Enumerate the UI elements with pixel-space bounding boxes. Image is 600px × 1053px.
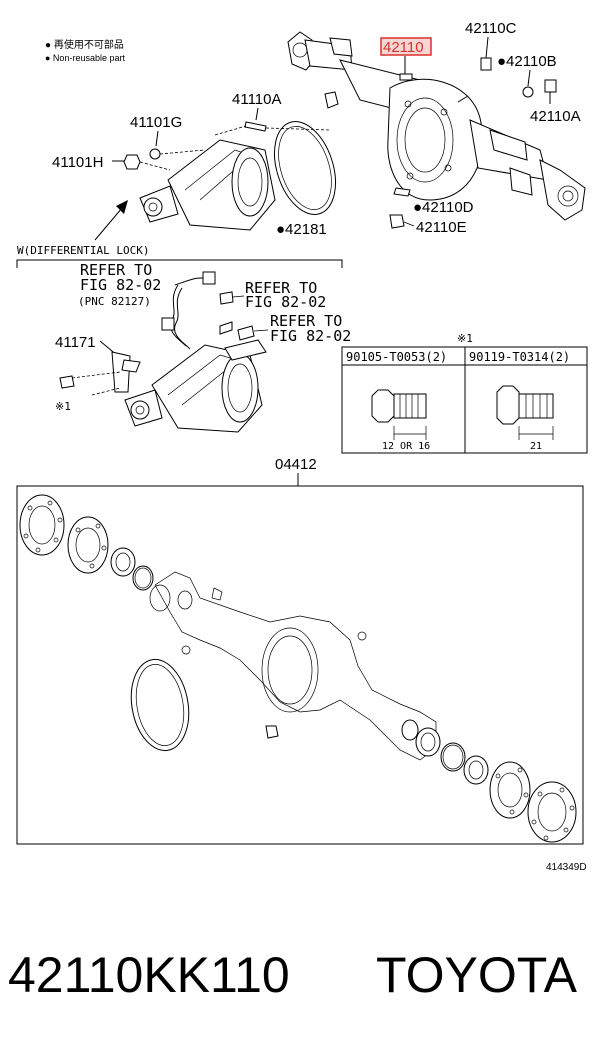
dim-2: 21 <box>530 441 542 452</box>
differential-carrier-lock <box>124 339 267 433</box>
section-title: W(DIFFERENTIAL LOCK) <box>17 244 149 257</box>
label-42110B[interactable]: ●42110B <box>497 53 557 70</box>
label-41171[interactable]: 41171 <box>55 334 96 351</box>
refer-3b: FIG 82-02 <box>270 327 351 345</box>
figure-number: 414349D <box>546 862 587 873</box>
brand-name: TOYOTA <box>376 947 577 1003</box>
label-41110A[interactable]: 41110A <box>232 91 282 108</box>
highlight-box-42110 <box>380 37 432 56</box>
bolt-table: ※1 90105-T0053(2) 90119-T0314(2) 12 OR 1… <box>341 332 588 454</box>
differential-carrier-top <box>139 139 276 231</box>
label-42110C[interactable]: 42110C <box>465 20 517 37</box>
legend-jp: ● 再使用不可部品 <box>45 38 124 51</box>
refer-3a: REFER TO <box>270 312 342 330</box>
bolt-2-pn: 90119-T0314(2) <box>469 350 570 364</box>
refer-1c: (PNC 82127) <box>78 295 151 308</box>
refer-2a: REFER TO <box>245 279 317 297</box>
label-41101H[interactable]: 41101H <box>52 154 103 171</box>
dim-1: 12 OR 16 <box>382 441 430 452</box>
label-42110D[interactable]: ●42110D <box>413 199 474 216</box>
refer-2b: FIG 82-02 <box>245 293 326 311</box>
label-42110A[interactable]: 42110A <box>530 108 581 125</box>
label-42110[interactable]: 42110 <box>383 39 424 56</box>
label-41101G[interactable]: 41101G <box>130 114 182 131</box>
refer-1b: FIG 82-02 <box>80 276 161 294</box>
label-42181[interactable]: ●42181 <box>276 221 327 238</box>
kit-box <box>16 485 584 845</box>
label-42110E[interactable]: 42110E <box>416 219 467 236</box>
part-number: 42110KK110 <box>8 947 290 1003</box>
axle-housing-top <box>287 31 586 221</box>
bolt-1-pn: 90105-T0053(2) <box>346 350 447 364</box>
gasket-42181 <box>274 121 336 215</box>
mark-1: ※1 <box>55 400 71 413</box>
kit-parts <box>19 494 577 843</box>
footer: 42110KK110 TOYOTA <box>0 940 600 1010</box>
label-04412[interactable]: 04412 <box>275 456 317 473</box>
legend-en: ● Non-reusable part <box>45 53 125 63</box>
actuator-harness <box>161 271 269 350</box>
refer-1a: REFER TO <box>80 261 152 279</box>
mark-1b: ※1 <box>457 332 473 345</box>
